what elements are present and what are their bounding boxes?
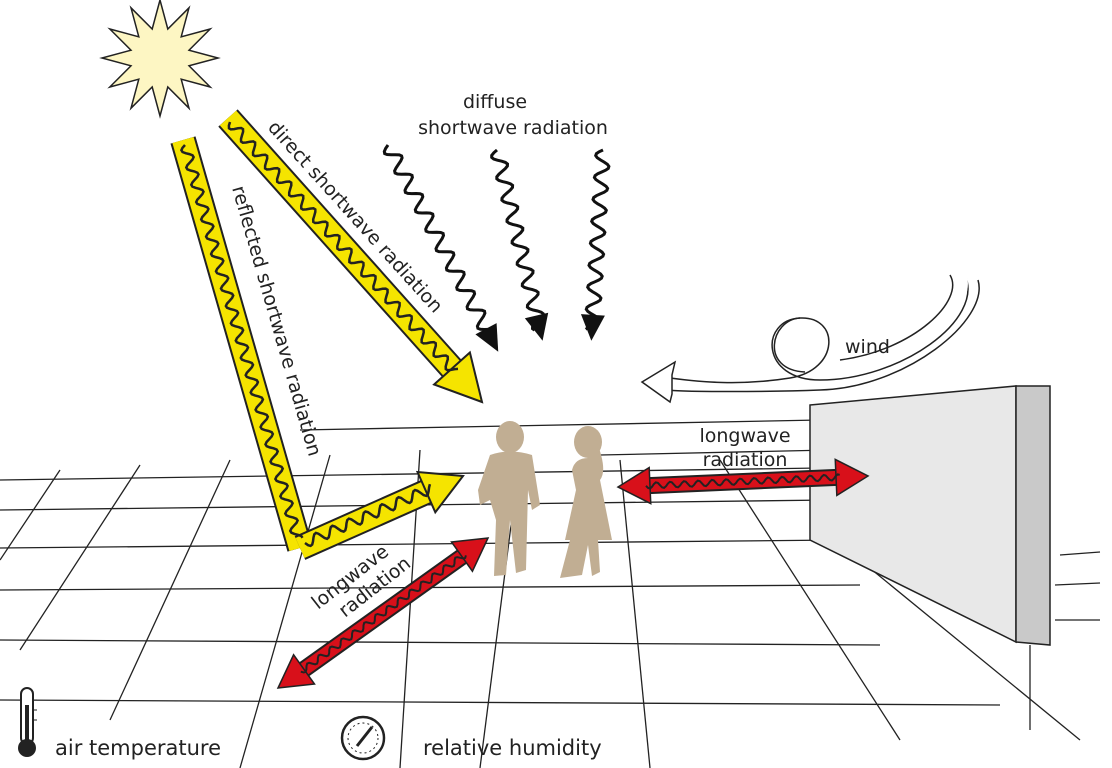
ground-grid [0, 419, 1101, 768]
diffuse-label-2: shortwave radiation [418, 117, 608, 139]
wind-label: wind [845, 336, 890, 358]
arrowhead [580, 314, 605, 341]
longwave-arrows [276, 458, 870, 689]
direct-shortwave-label: direct shortwave radiation [263, 117, 447, 318]
grid-line [719, 459, 901, 741]
diffuse-arrow [490, 148, 545, 332]
grid-line [239, 454, 331, 768]
air-temperature-label: air temperature [55, 736, 221, 760]
sun-icon [99, 0, 221, 119]
grid-line [109, 459, 231, 721]
grid-line [619, 459, 651, 768]
diffuse-arrow [584, 148, 611, 331]
longwave-right-label-2: radiation [703, 449, 788, 471]
longwave-right-label: longwave [699, 425, 790, 447]
arrowhead [475, 323, 499, 352]
hygrometer-icon [340, 715, 386, 761]
wall [809, 385, 1051, 730]
thermometer-icon [18, 687, 37, 757]
arrowhead [524, 312, 549, 341]
arrowhead [415, 470, 465, 515]
diffuse-label: diffuse [463, 91, 527, 113]
wind-arrow [640, 269, 980, 404]
diffuse-arrow [382, 144, 497, 340]
grid-line [0, 469, 61, 561]
person-woman [560, 426, 612, 578]
shortwave-arrows [170, 109, 484, 560]
grid-line [859, 559, 1081, 741]
diffuse-radiation-arrows [382, 144, 611, 352]
person-man [478, 421, 540, 576]
relative-humidity-label: relative humidity [423, 736, 602, 760]
grid-line [19, 464, 141, 651]
